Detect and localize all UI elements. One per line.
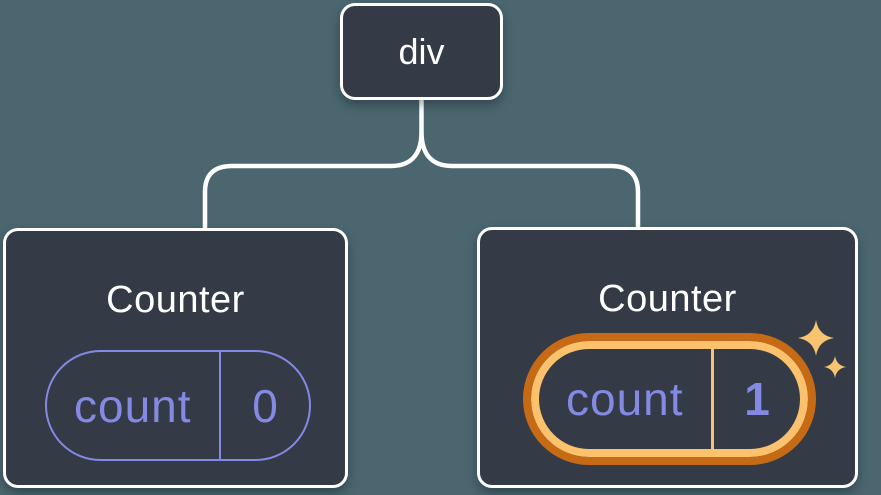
root-node-label: div [398, 30, 445, 72]
connector-path [202, 95, 641, 232]
state-pill-inner: count 1 [539, 349, 800, 449]
pill-divider [710, 349, 714, 449]
root-node-div: div [340, 3, 503, 100]
pill-divider [218, 352, 221, 459]
state-value: 1 [744, 373, 770, 425]
node-title: Counter [106, 279, 245, 321]
state-key-label: count [73, 379, 192, 432]
state-key-label: count [565, 373, 684, 425]
state-pill: count 0 [45, 350, 311, 461]
node-title: Counter [598, 278, 737, 320]
state-value: 0 [252, 379, 278, 432]
counter-node-right: Counter count 1 [477, 227, 858, 488]
counter-node-left: Counter count 0 [3, 228, 348, 488]
state-pill-highlighted: count 1 [523, 333, 816, 465]
